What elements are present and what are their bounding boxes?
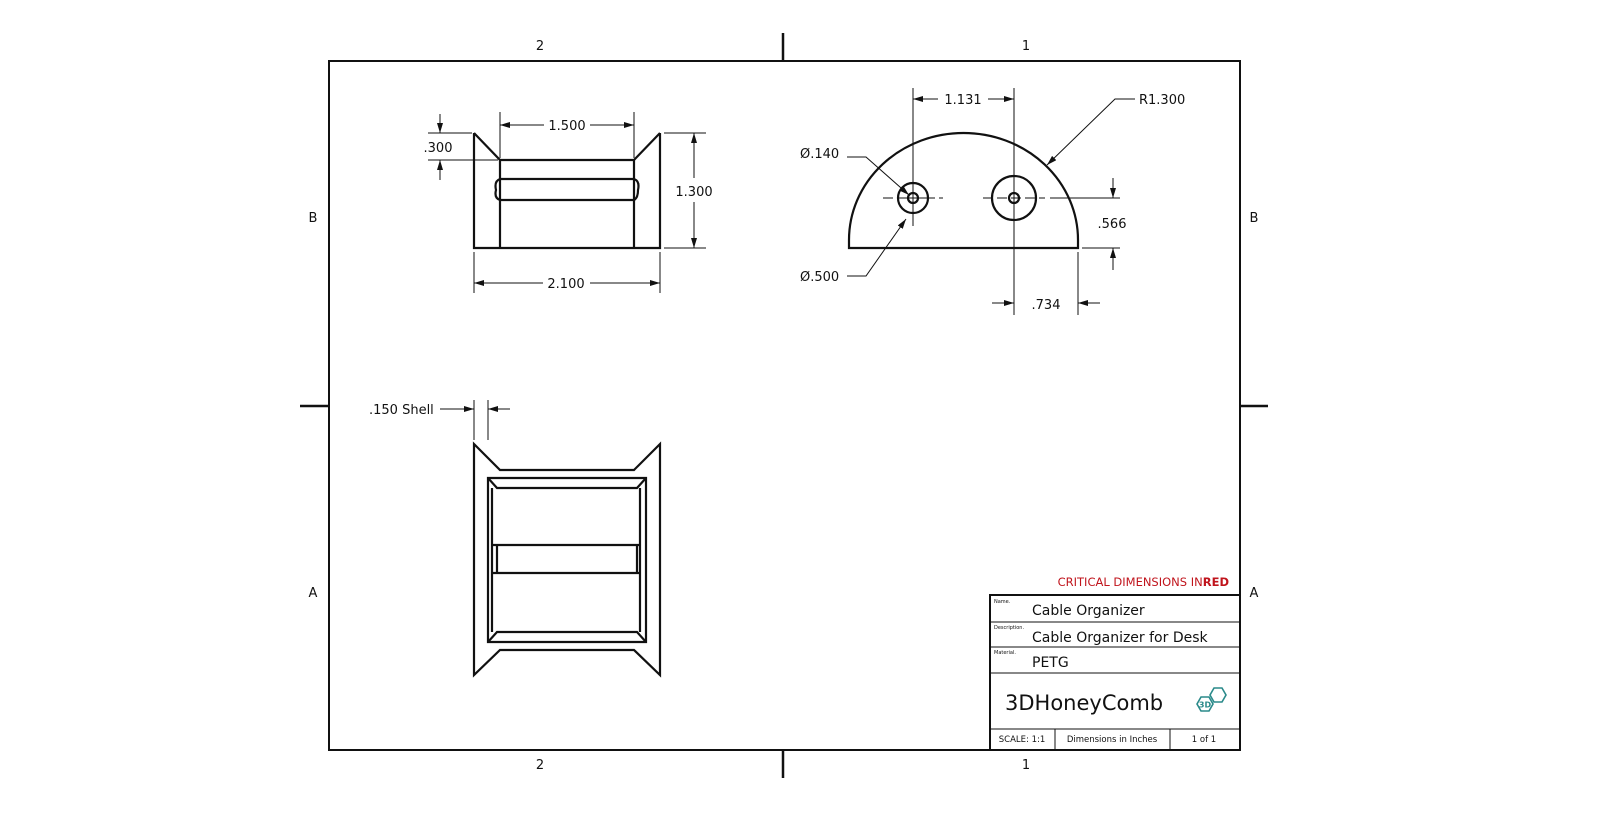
top-view: 1.131 R1.300 Ø.140 Ø.500 .566 .734 [800,88,1185,315]
dim-hole-large: Ø.500 [800,270,839,285]
zone-right-b: B [1250,211,1259,226]
dim-shell: .150 Shell [369,403,434,418]
sheet-number: 1 of 1 [1192,735,1216,745]
part-description: Cable Organizer for Desk [1032,630,1209,646]
units: Dimensions in Inches [1067,735,1158,745]
dim-edge-offset: .734 [1032,298,1061,313]
description-label: Description. [994,625,1024,631]
dim-hole-spacing: 1.131 [944,93,981,108]
title-block: CRITICAL DIMENSIONS INRED Name. Cable Or… [989,575,1241,751]
dim-overall-width: 2.100 [547,277,584,292]
dim-hole-small: Ø.140 [800,147,839,162]
front-view: 1.500 .300 1.300 2.100 [424,112,713,293]
part-material: PETG [1032,655,1069,671]
svg-text:3D: 3D [1199,701,1212,710]
section-view: .150 Shell [369,400,662,678]
zone-left-b: B [309,211,318,226]
center-marks [300,33,1268,778]
zone-top-1: 1 [1022,39,1030,54]
scale: SCALE: 1:1 [999,735,1046,745]
zone-left-a: A [309,586,318,601]
dim-chamfer-height: .300 [424,141,453,156]
part-name: Cable Organizer [1032,603,1145,619]
name-label: Name. [994,599,1011,605]
zone-bottom-1: 1 [1022,758,1030,773]
dim-top-width: 1.500 [548,119,585,134]
material-label: Material. [994,650,1016,656]
zone-right-a: A [1250,586,1259,601]
zone-top-2: 2 [536,39,544,54]
dim-radius: R1.300 [1139,93,1185,108]
honeycomb-logo-icon: 3D [1196,687,1227,712]
critical-note: CRITICAL DIMENSIONS INRED [1058,575,1229,589]
zone-bottom-2: 2 [536,758,544,773]
dim-hole-height: .566 [1098,217,1127,232]
company-name: 3DHoneyComb [1005,691,1163,715]
dim-height: 1.300 [675,185,712,200]
